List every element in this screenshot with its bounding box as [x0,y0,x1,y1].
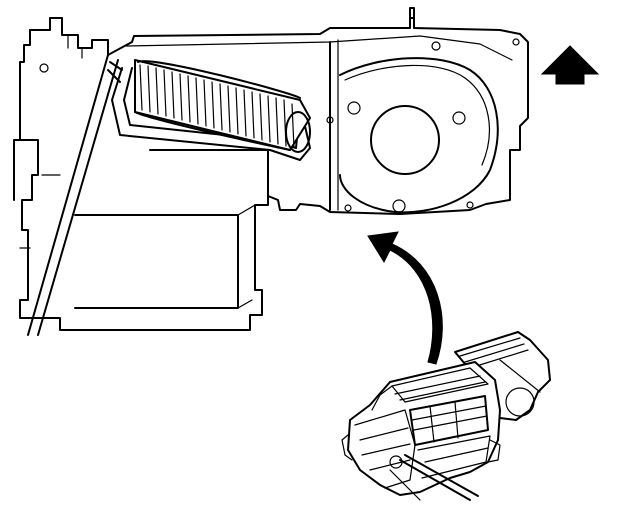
curved-arrow-icon [367,231,443,365]
bulkhead-structure [13,17,269,336]
up-arrow-icon [540,45,600,85]
heater-core-fins [134,59,311,153]
hvac-module-removed [341,331,551,501]
hvac-housing-installed [107,7,529,215]
